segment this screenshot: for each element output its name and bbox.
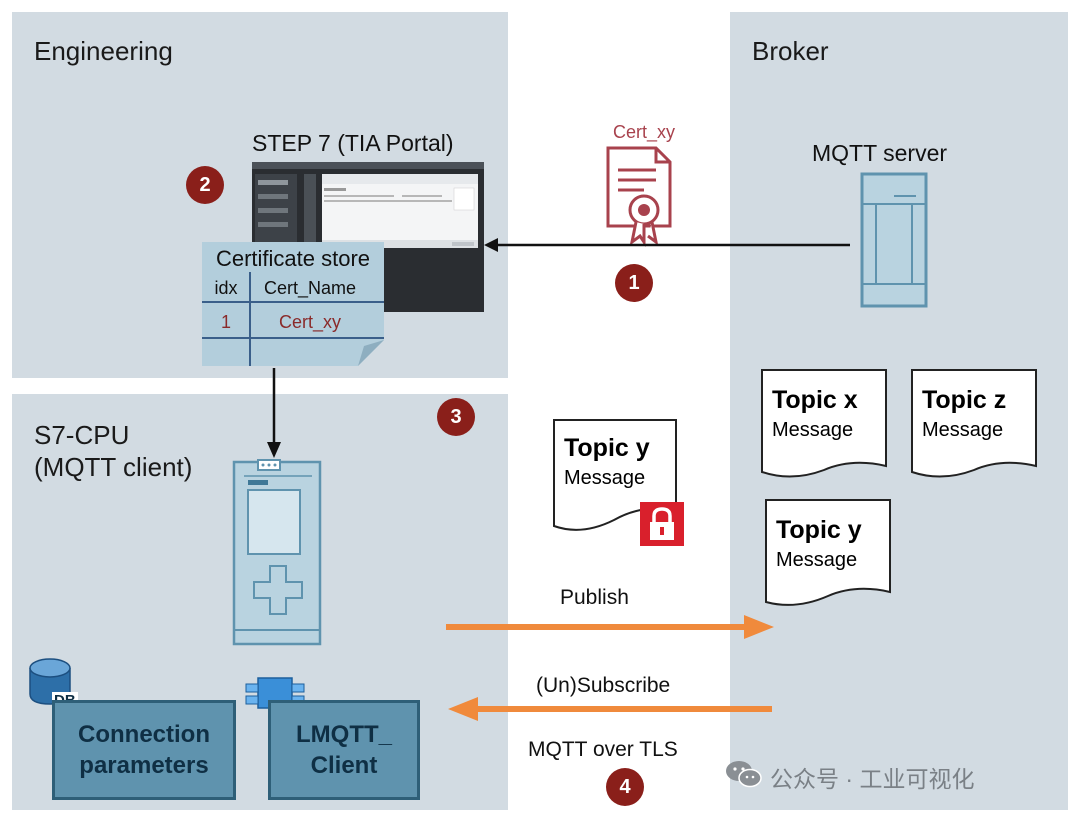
topic-y-broker-document (765, 499, 891, 606)
topic-x-message: Message (772, 419, 854, 441)
publish-arrow (446, 615, 774, 639)
cert-store-col-idx: idx (214, 278, 238, 298)
connection-parameters-line1: Connection (78, 721, 210, 748)
topic-x-text: Topic x Message (772, 386, 858, 442)
topic-z-message: Message (922, 419, 1004, 441)
lmqtt-client-line1: LMQTT_ (296, 721, 392, 748)
cpu-title-line2: (MQTT client) (34, 452, 193, 482)
topic-y-client-message: Message (564, 467, 646, 489)
topic-z-text: Topic z Message (922, 386, 1006, 442)
subscribe-label: (Un)Subscribe (536, 674, 671, 697)
mqtt-server-icon (860, 172, 928, 308)
topic-y-client-title: Topic y (564, 434, 650, 462)
step-badge-1: 1 (615, 264, 653, 302)
mqtt-server-label: MQTT server (812, 140, 948, 166)
step-badge-2: 2 (186, 166, 224, 204)
wechat-icon (726, 761, 762, 788)
broker-title: Broker (752, 36, 829, 66)
step7-label: STEP 7 (TIA Portal) (252, 130, 454, 156)
cpu-title-line1: S7-CPU (34, 420, 130, 450)
certificate-download-arrow (267, 368, 281, 458)
lmqtt-client-line2: Client (310, 752, 378, 779)
s7-cpu-device-icon (232, 459, 322, 646)
topic-y-broker-title: Topic y (776, 516, 862, 544)
certificate-transfer-arrow (484, 238, 850, 252)
lmqtt-client-block: LMQTT_ Client (268, 700, 420, 800)
topic-y-broker-message: Message (776, 549, 858, 571)
topic-y-broker-text: Topic y Message (776, 516, 862, 572)
certificate-label: Cert_xy (612, 122, 675, 142)
topic-z-title: Topic z (922, 386, 1007, 414)
publish-label: Publish (560, 586, 629, 609)
certificate-store-card (202, 242, 384, 366)
cert-store-row-name: Cert_xy (278, 312, 341, 332)
certificate-icon (606, 146, 672, 247)
topic-z-document (911, 369, 1037, 478)
topic-x-document (761, 369, 887, 478)
transport-label: MQTT over TLS (528, 738, 678, 761)
subscribe-arrow (448, 697, 772, 721)
engineering-title: Engineering (34, 36, 173, 66)
connection-parameters-line2: parameters (79, 752, 209, 779)
lock-icon (640, 502, 684, 546)
topic-x-title: Topic x (772, 386, 858, 414)
cert-store-col-name: Cert_Name (263, 278, 357, 298)
cert-store-row-idx: 1 (220, 312, 231, 332)
connection-parameters-block: Connection parameters (52, 700, 236, 800)
step-badge-4: 4 (606, 768, 644, 806)
step-badge-3: 3 (437, 398, 475, 436)
watermark-text: 公众号 · 工业可视化 (770, 766, 975, 792)
cert-store-title: Certificate store (215, 246, 371, 271)
topic-y-client-text: Topic y Message (564, 434, 650, 490)
